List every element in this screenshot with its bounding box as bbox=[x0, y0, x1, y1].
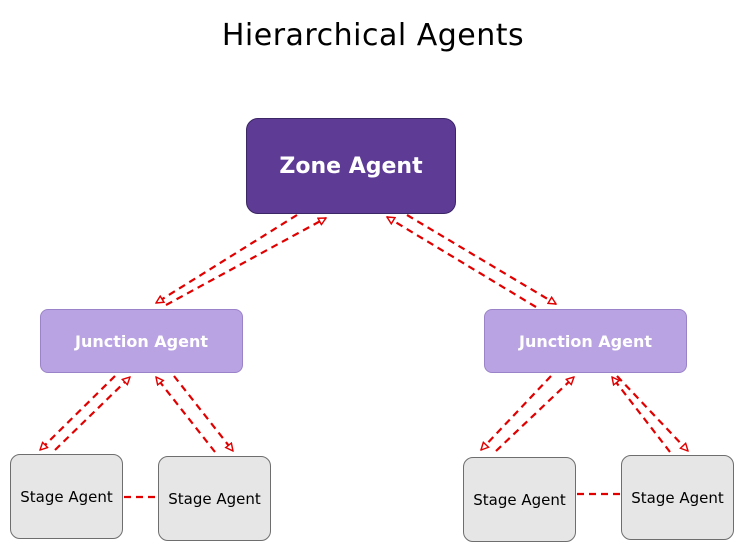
diagram-title: Hierarchical Agents bbox=[221, 18, 525, 53]
stage-agent-node-1[interactable]: Stage Agent bbox=[10, 454, 123, 539]
link-junction-right-to-zone bbox=[387, 216, 537, 308]
stage-agent-label-3: Stage Agent bbox=[473, 490, 566, 509]
link-junction-left-to-stage-1 bbox=[40, 375, 116, 450]
link-junction-right-to-stage-4 bbox=[616, 375, 688, 451]
link-junction-left-to-stage-2 bbox=[173, 375, 233, 451]
stage-agent-label-4: Stage Agent bbox=[631, 488, 724, 507]
junction-agent-node-left[interactable]: Junction Agent bbox=[40, 309, 243, 373]
link-stage-4-to-junction-right bbox=[612, 377, 671, 453]
stage-agent-node-4[interactable]: Stage Agent bbox=[621, 455, 734, 540]
junction-agent-node-right[interactable]: Junction Agent bbox=[484, 309, 687, 373]
link-stage-3-to-junction-right bbox=[495, 377, 574, 452]
stage-agent-node-2[interactable]: Stage Agent bbox=[158, 456, 271, 541]
stage-agent-label-2: Stage Agent bbox=[168, 489, 261, 508]
link-zone-to-junction-right bbox=[406, 214, 556, 305]
link-junction-right-to-stage-3 bbox=[481, 375, 552, 450]
link-zone-to-junction-left bbox=[156, 214, 298, 304]
junction-agent-label-right: Junction Agent bbox=[518, 331, 653, 351]
zone-agent-label: Zone Agent bbox=[279, 153, 423, 179]
link-junction-left-to-zone bbox=[165, 217, 326, 306]
junction-agent-label-left: Junction Agent bbox=[74, 331, 209, 351]
stage-agent-node-3[interactable]: Stage Agent bbox=[463, 457, 576, 542]
zone-agent-node[interactable]: Zone Agent bbox=[246, 118, 456, 214]
stage-agent-label-1: Stage Agent bbox=[20, 487, 113, 506]
link-stage-2-to-junction-left bbox=[156, 377, 216, 453]
link-stage-1-to-junction-left bbox=[54, 377, 130, 451]
